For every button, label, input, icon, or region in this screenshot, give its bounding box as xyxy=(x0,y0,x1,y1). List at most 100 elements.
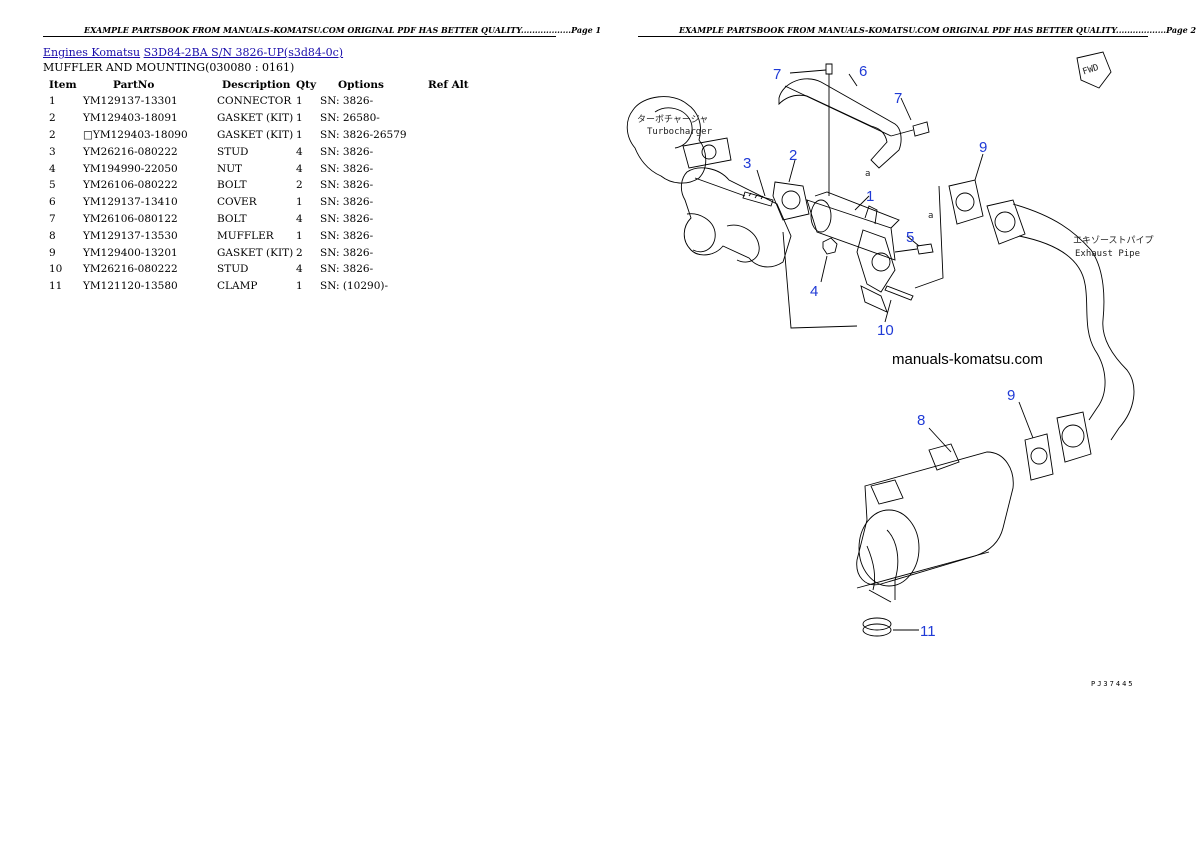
cell-partno: YM129403-18091 xyxy=(83,112,178,125)
cell-options: SN: 3826-26579 xyxy=(320,128,407,141)
cell-qty: 1 xyxy=(296,280,303,293)
gasket-9-upper-icon xyxy=(948,179,984,225)
turbocharger-label: Turbocharger xyxy=(647,127,713,137)
cell-description: MUFFLER xyxy=(217,229,274,242)
fwd-label: FWD xyxy=(1082,63,1101,78)
bracket-outline xyxy=(782,231,858,329)
cell-options: SN: 3826- xyxy=(320,95,374,108)
col-header-qty: Qty xyxy=(296,79,317,91)
cell-refalt xyxy=(424,261,478,278)
exhaust-pipe-icon xyxy=(986,199,1135,441)
cell-item: 7 xyxy=(49,212,56,225)
cell-qty: 2 xyxy=(296,246,303,259)
cell-qty: 4 xyxy=(296,212,303,225)
gasket-2-icon xyxy=(772,181,810,221)
col-header-partno: PartNo xyxy=(113,79,155,91)
callout-7-top: 7 xyxy=(773,66,781,83)
drawing-code: PJ37445 xyxy=(1091,680,1135,688)
clamp-11-icon xyxy=(862,617,892,637)
watermark: manuals-komatsu.com xyxy=(892,351,1043,368)
cell-options: SN: 3826- xyxy=(320,212,374,225)
stud-10-icon xyxy=(884,285,914,301)
callout-9-lower: 9 xyxy=(1007,387,1015,404)
col-header-item: Item xyxy=(49,79,77,91)
parts-table: Item PartNo Description Qty Options Ref … xyxy=(43,77,478,295)
cover-6-icon xyxy=(778,78,902,169)
diagram-linework xyxy=(626,51,1135,637)
col-header-description: Description xyxy=(222,79,291,91)
cell-refalt xyxy=(424,177,478,194)
cell-item: 8 xyxy=(49,229,56,242)
cell-partno: YM129400-13201 xyxy=(83,246,178,259)
callout-2: 2 xyxy=(789,147,797,164)
cell-qty: 1 xyxy=(296,229,303,242)
cell-description: STUD xyxy=(217,145,249,158)
reference-mark-a2: a xyxy=(928,211,933,221)
cell-qty: 4 xyxy=(296,145,303,158)
cell-partno: YM26106-080122 xyxy=(83,212,178,225)
turbocharger-label-jp: ターボチャージャ xyxy=(637,114,708,125)
col-header-refalt: Ref Alt xyxy=(428,79,469,91)
cell-description: COVER xyxy=(217,196,257,209)
callout-5: 5 xyxy=(906,229,914,246)
section-title: MUFFLER AND MOUNTING(030080 : 0161) xyxy=(43,61,295,74)
cell-refalt xyxy=(424,160,478,177)
cell-refalt xyxy=(424,143,478,160)
cell-description: STUD xyxy=(217,263,249,276)
callout-8: 8 xyxy=(917,412,925,429)
cell-options: SN: (10290)- xyxy=(320,280,389,293)
cell-options: SN: 3826- xyxy=(320,145,374,158)
cell-partno: YM129137-13530 xyxy=(83,229,178,242)
cell-item: 3 xyxy=(49,145,56,158)
cell-options: SN: 26580- xyxy=(320,112,380,125)
cell-qty: 2 xyxy=(296,179,303,192)
cell-options: SN: 3826- xyxy=(320,179,374,192)
cell-qty: 1 xyxy=(296,196,303,209)
exploded-parts-diagram: 7 6 7 3 2 1 9 5 4 10 8 9 11 manuals-koma… xyxy=(626,51,1154,688)
cell-partno: YM26216-080222 xyxy=(83,263,178,276)
header-rule xyxy=(43,36,556,37)
cell-partno: YM129137-13410 xyxy=(83,196,178,209)
gasket-9-lower-icon xyxy=(1024,433,1054,481)
table-row: 6 YM129137-13410 COVER 1 SN: 3826- xyxy=(43,194,478,211)
callout-1: 1 xyxy=(866,188,874,205)
exhaust-pipe-label: Exhaust Pipe xyxy=(1075,249,1140,259)
cell-description: BOLT xyxy=(217,179,247,192)
callout-10: 10 xyxy=(877,322,894,339)
exhaust-pipe-label-jp: エキゾーストパイプ xyxy=(1073,235,1154,246)
cell-description: GASKET (KIT) xyxy=(217,112,294,125)
cell-item: 10 xyxy=(49,263,63,276)
cell-partno: YM26216-080222 xyxy=(83,145,178,158)
bolt-7-vertical-icon xyxy=(825,63,833,196)
reference-mark-a1: a xyxy=(865,169,870,179)
cell-refalt xyxy=(424,93,478,110)
cell-partno: YM121120-13580 xyxy=(83,280,178,293)
cell-item: 6 xyxy=(49,196,56,209)
cell-qty: 1 xyxy=(296,95,303,108)
cell-partno: YM129137-13301 xyxy=(83,95,178,108)
cell-refalt xyxy=(424,194,478,211)
callout-7-right: 7 xyxy=(894,90,902,107)
breadcrumb-link-engines[interactable]: Engines Komatsu xyxy=(43,46,141,59)
breadcrumb-link-model[interactable]: S3D84-2BA S/N 3826-UP(s3d84-0c) xyxy=(143,46,344,59)
cell-qty: 4 xyxy=(296,263,303,276)
cell-description: GASKET (KIT) xyxy=(217,128,294,141)
exhaust-manifold-icon xyxy=(680,167,792,268)
table-row: 3 YM26216-080222 STUD 4 SN: 3826- xyxy=(43,143,478,160)
callout-11: 11 xyxy=(920,623,936,640)
cell-item: 5 xyxy=(49,179,56,192)
callout-9-upper: 9 xyxy=(979,139,987,156)
cell-options: SN: 3826- xyxy=(320,196,374,209)
turbocharger-icon xyxy=(626,96,732,184)
connector-1-icon xyxy=(806,191,900,313)
fwd-arrow-icon xyxy=(1076,51,1112,89)
